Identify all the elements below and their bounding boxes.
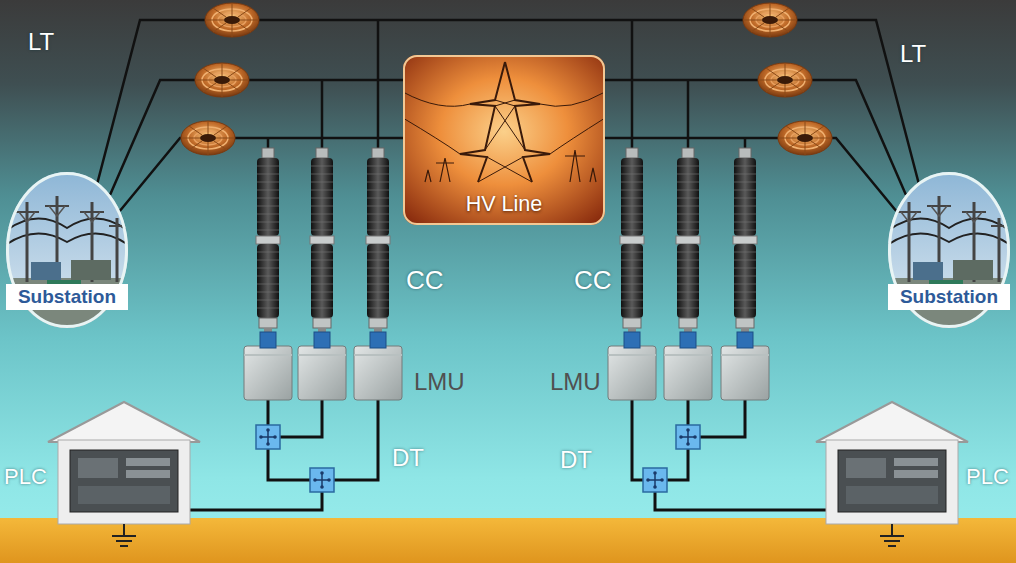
signal-wire: [190, 400, 378, 510]
coupling-capacitor: [676, 148, 700, 332]
line-trap-coil: [778, 121, 832, 155]
coupling-capacitor: [310, 148, 334, 332]
signal-wire: [632, 400, 826, 510]
hv-line-box: HV Line: [403, 55, 605, 225]
line-trap-coil: [181, 121, 235, 155]
part-label: CC: [574, 266, 612, 296]
coupling-capacitor: [620, 148, 644, 332]
line-matching-unit: [721, 332, 769, 400]
drain-transformer: [676, 425, 700, 449]
line-trap-coil: [743, 3, 797, 37]
part-label: LMU: [550, 368, 601, 396]
substation-circle: Substation: [6, 172, 128, 328]
label-band: Substation: [6, 284, 128, 310]
label-band: Substation: [888, 284, 1010, 310]
substation-outline: [890, 174, 1009, 327]
plc-house: PLC: [812, 398, 1012, 526]
line-matching-unit: [354, 332, 402, 400]
line-trap-coil: [205, 3, 259, 37]
drain-transformer: [310, 468, 334, 492]
line-matching-unit: [298, 332, 346, 400]
substation-outline: [8, 174, 127, 327]
line-matching-unit: [664, 332, 712, 400]
part-label: LMU: [414, 368, 465, 396]
earth-band: [0, 518, 1016, 563]
ground-symbol: [880, 524, 904, 546]
line-trap-coil: [195, 63, 249, 97]
part-label: LT: [28, 28, 54, 56]
part-label: DT: [392, 444, 424, 472]
plc-house: [816, 402, 968, 524]
part-label: LT: [900, 40, 926, 68]
plc-house: [48, 402, 200, 524]
coupling-capacitor: [733, 148, 757, 332]
node-label: PLC: [966, 464, 1009, 490]
ground-symbol: [112, 524, 136, 546]
substation-circle: Substation: [888, 172, 1010, 328]
coupling-capacitor: [366, 148, 390, 332]
drain-transformer: [256, 425, 280, 449]
drain-transformer: [643, 468, 667, 492]
part-label: DT: [560, 446, 592, 474]
phase-wire-connector: [110, 80, 403, 195]
substation-outline: [6, 172, 128, 328]
substation-label: Substation: [18, 284, 116, 310]
hv-line-picture: [403, 55, 605, 225]
hv-line-label: HV Line: [405, 191, 603, 217]
substation-label: Substation: [900, 284, 998, 310]
coupling-capacitor: [256, 148, 280, 332]
line-trap-coil: [758, 63, 812, 97]
substation-outline: [888, 172, 1010, 328]
line-matching-unit: [244, 332, 292, 400]
plc-house: PLC: [4, 398, 202, 526]
node-label: PLC: [4, 464, 47, 490]
line-matching-unit: [608, 332, 656, 400]
part-label: CC: [406, 266, 444, 296]
